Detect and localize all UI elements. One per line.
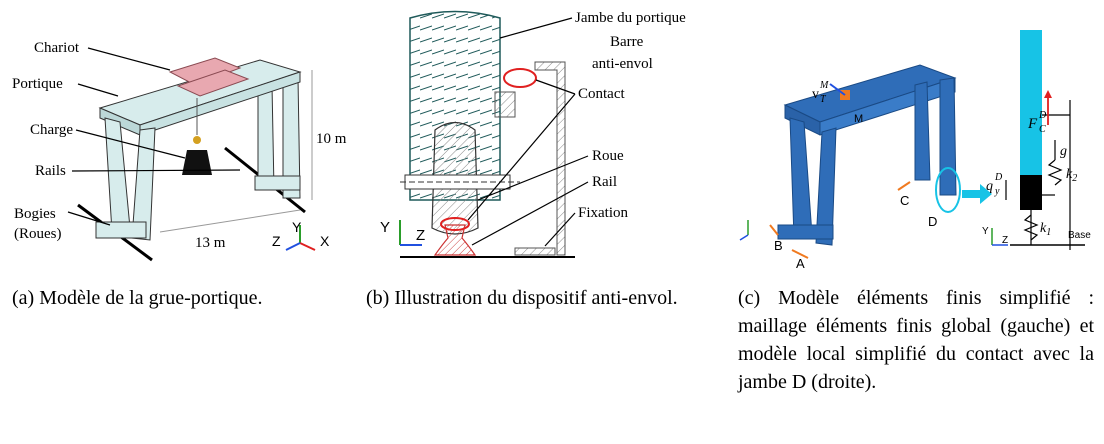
contact-force-arrowhead [1044,90,1052,98]
label-roues: (Roues) [14,226,62,242]
panel-gantry-crane-model: 10 m 13 m Chariot Portique Charge Rails … [0,0,347,280]
fixation-plate [514,247,556,256]
height-label: 10 m [316,131,347,147]
label-q: q [986,179,993,194]
panel-anti-uplift-device: Jambe du portique Barre anti-envol Conta… [360,0,740,280]
label-g: g [1060,144,1067,159]
z-axis-icon-small [739,234,749,241]
z-axis-icon [285,242,301,251]
spring-k2-icon [1047,159,1063,186]
label-fixation: Fixation [578,205,629,221]
label-bogies: Bogies [14,206,56,222]
velocity-sub: T [820,94,827,105]
width-label: 13 m [195,235,226,251]
arrow-bogies [67,211,111,226]
local-leg-column [1020,30,1042,175]
marker-b [769,224,779,236]
fem-leg-a [815,127,837,246]
fem-leg-c [914,81,931,181]
label-q-sub: y [994,186,1000,197]
fem-leg-d [939,77,957,196]
panel-fem-model: v M T M C B A D F D C g q [730,0,1104,280]
arrow-rail [471,181,589,246]
leg-back-left [257,84,275,191]
label-c: C [900,193,909,208]
force-sub: C [1039,124,1046,135]
force-label: F [1027,116,1038,132]
rail-profile [433,224,477,256]
bogie-front [95,221,147,239]
axis-x-label: X [320,233,330,249]
arrow-roue [477,155,589,201]
label-roue: Roue [592,148,624,164]
label-m: M [854,113,863,125]
velocity-sup: M [819,80,829,91]
axis-y-label: Y [982,226,989,237]
anti-uplift-figure: Jambe du portique Barre anti-envol Conta… [380,10,686,258]
force-sup: D [1038,110,1047,121]
arrow-portique [77,83,119,97]
arrow-charge [75,129,186,159]
leg-d-highlight [935,167,961,213]
anti-uplift-bar [534,61,566,256]
zoom-arrow-icon [962,184,992,204]
velocity-label: v [812,87,819,102]
arrow-contact-lower [467,93,576,221]
contact-ellipse-upper [503,68,537,88]
load-weight-icon [182,150,212,175]
label-charge: Charge [30,122,73,138]
label-contact: Contact [578,86,625,102]
width-dimension-line [159,209,301,233]
axis-y-label: Y [292,219,302,235]
label-anti-envol: anti-envol [592,56,653,72]
label-jambe: Jambe du portique [575,10,686,26]
contact-ellipse-lower [440,217,470,231]
axis-z-label: Z [1002,235,1008,246]
hook-icon [193,136,201,144]
label-portique: Portique [12,76,63,92]
fem-model-figure: v M T M C B A D F D C g q [739,30,1091,271]
bogie-back [254,175,301,191]
label-d: D [928,214,937,229]
label-a: A [796,256,805,271]
gantry-crane-figure: 10 m 13 m Chariot Portique Charge Rails … [12,40,347,262]
x-axis-icon [299,242,316,251]
label-base: Base [1068,230,1091,241]
trolley [168,57,242,86]
label-k2: k2 [1066,167,1077,184]
caption-c: (c) Modèle éléments finis simplifié : ma… [738,287,1094,393]
arrow-jambe [499,17,573,39]
axis-z-label: Z [416,227,425,244]
arrow-rails [71,169,241,172]
bar-bracket [494,91,516,118]
label-k1: k1 [1040,221,1051,238]
arrow-contact-upper [535,79,576,95]
spring-k1-icon [1023,214,1039,241]
caption-b: (b) Illustration du dispositif anti-envo… [366,287,678,309]
label-rails: Rails [35,163,66,179]
marker-c [897,181,911,191]
label-chariot: Chariot [34,40,80,56]
arrow-fixation [544,212,576,247]
axis-z-label: Z [272,233,281,249]
fem-leg-b [789,117,813,239]
leg-front-left [104,117,131,233]
leg-front-right [131,127,156,241]
label-q-sup: D [994,172,1003,183]
label-barre: Barre [610,34,644,50]
marker-a [791,249,809,259]
local-wheel-mass [1020,175,1042,210]
fem-bogie [777,224,834,240]
label-b: B [774,238,783,253]
trolley-lower [176,69,250,97]
velocity-arrow [829,83,846,96]
caption-a: (a) Modèle de la grue-portique. [12,287,263,309]
label-rail: Rail [592,174,617,190]
arrow-chariot [87,47,171,71]
axis-y-label: Y [380,219,390,236]
